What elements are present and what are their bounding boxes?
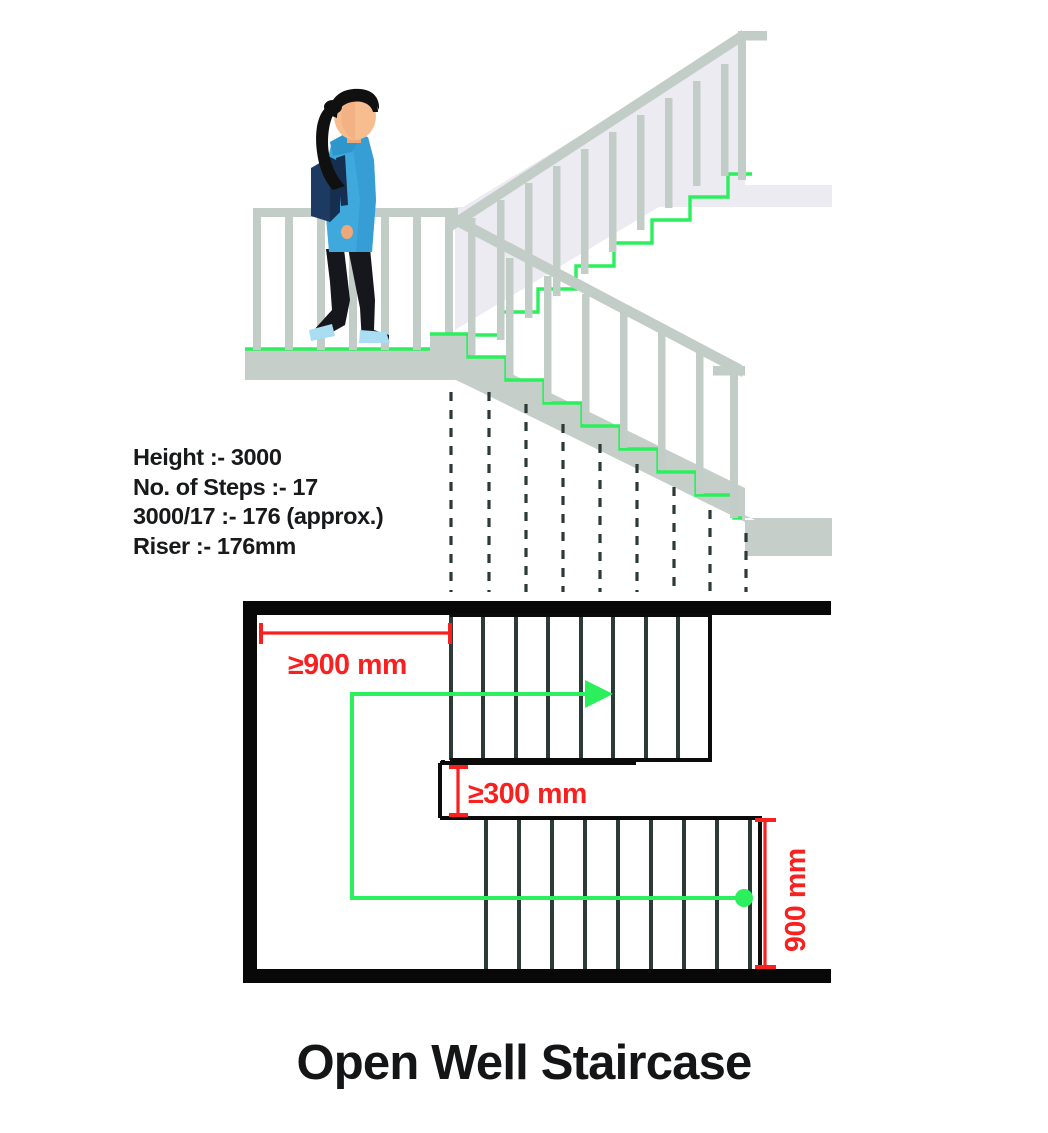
staircase-spec-text: Height :- 3000 No. of Steps :- 17 3000/1…: [133, 443, 384, 561]
dimension-flight-width-label: 900 mm: [780, 848, 812, 952]
path-arrow-head: [585, 680, 613, 708]
spec-calculation: 3000/17 :- 176 (approx.): [133, 503, 384, 529]
plan-walls: [243, 601, 831, 983]
wall-left: [243, 601, 257, 983]
plan-lower-flight: [441, 760, 762, 969]
upper-flight-step-outline: [455, 172, 752, 337]
wall-bottom: [243, 969, 831, 983]
spec-height: Height :- 3000: [133, 444, 282, 470]
plan-upper-flight: [449, 613, 712, 762]
spec-riser: Riser :- 176mm: [133, 532, 296, 559]
dimension-well-gap-label: ≥300 mm: [468, 778, 587, 810]
plan-travel-path: [350, 680, 753, 907]
wall-top: [243, 601, 831, 615]
dimension-landing-width: ≥900 mm: [259, 623, 452, 681]
projection-lines: [449, 392, 748, 592]
dimension-landing-width-label: ≥900 mm: [288, 649, 407, 681]
lower-flight-step-outline: [430, 332, 742, 520]
spec-number-of-steps: No. of Steps :- 17: [133, 473, 318, 500]
path-start-dot: [735, 889, 753, 907]
page-title: Open Well Staircase: [296, 1036, 752, 1090]
dimension-well-gap: ≥300 mm: [438, 761, 636, 820]
lower-flight-railing: [452, 212, 745, 518]
upper-landing-slab: [245, 347, 458, 380]
walking-woman-figure: [309, 88, 390, 343]
dimension-flight-width: 900 mm: [755, 818, 812, 969]
